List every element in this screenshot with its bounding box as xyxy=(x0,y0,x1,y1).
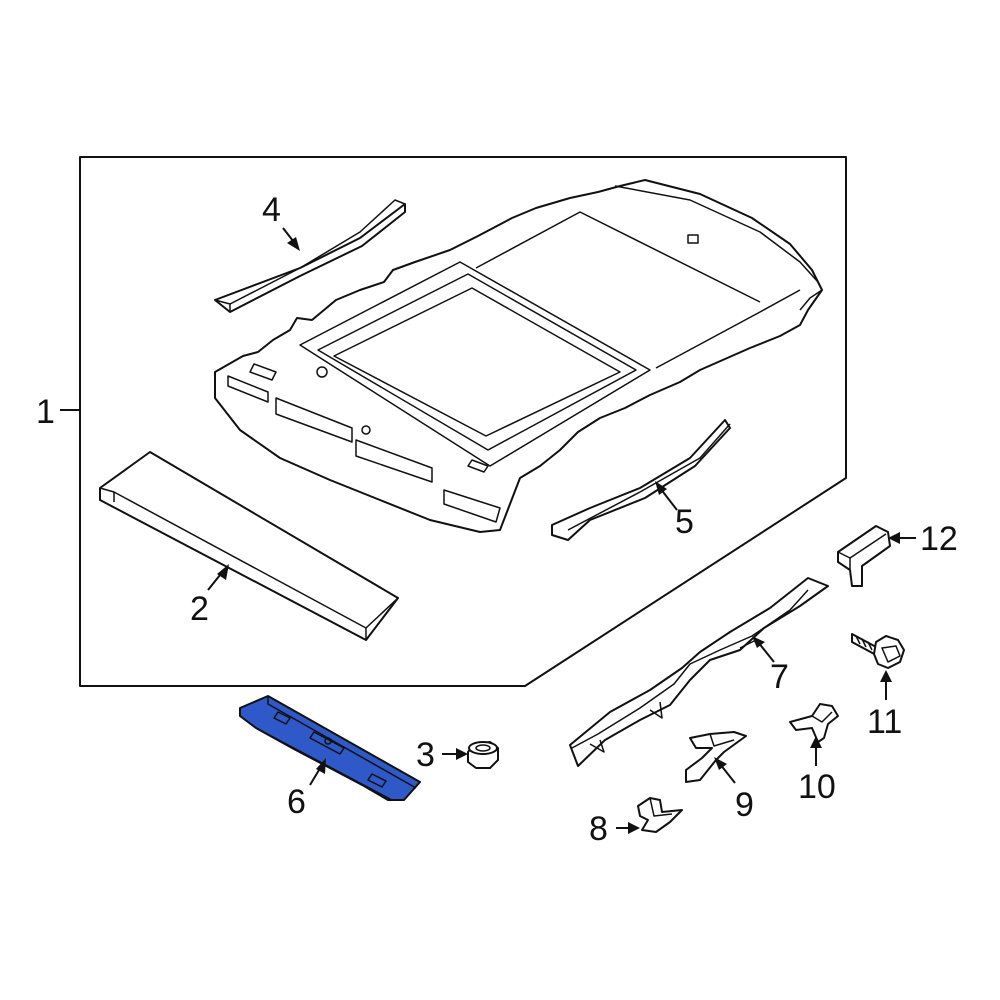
callout-3: 3 xyxy=(416,736,435,774)
roof-reinforcement-part[interactable] xyxy=(99,451,399,641)
front-header-panel-part[interactable] xyxy=(239,695,421,801)
assembly-box xyxy=(79,156,847,687)
clip-8-part[interactable] xyxy=(637,797,683,833)
callout-2: 2 xyxy=(190,590,209,628)
bolt-part[interactable] xyxy=(851,633,905,669)
callout-labels: 1 2 3 4 5 6 7 8 9 10 11 12 xyxy=(36,191,958,848)
clip-10-part[interactable] xyxy=(789,703,839,743)
rail-bracket-part[interactable] xyxy=(837,525,891,587)
callout-10: 10 xyxy=(798,768,836,806)
callout-12: 12 xyxy=(920,520,958,558)
callout-11: 11 xyxy=(867,703,902,741)
callout-8: 8 xyxy=(589,810,608,848)
nut-part[interactable] xyxy=(467,741,499,769)
side-roof-rail-part[interactable] xyxy=(569,577,829,767)
clip-9-part[interactable] xyxy=(685,731,747,783)
callout-1: 1 xyxy=(36,393,55,431)
leader-lines xyxy=(60,227,916,834)
callout-4: 4 xyxy=(262,191,281,229)
callout-5: 5 xyxy=(675,503,694,541)
callout-6: 6 xyxy=(287,783,306,821)
front-roof-bow-part[interactable] xyxy=(214,199,406,313)
callout-9: 9 xyxy=(735,786,754,824)
rear-roof-bow-part[interactable] xyxy=(551,419,731,541)
roof-panel-part[interactable] xyxy=(214,179,823,533)
callout-7: 7 xyxy=(770,658,789,696)
